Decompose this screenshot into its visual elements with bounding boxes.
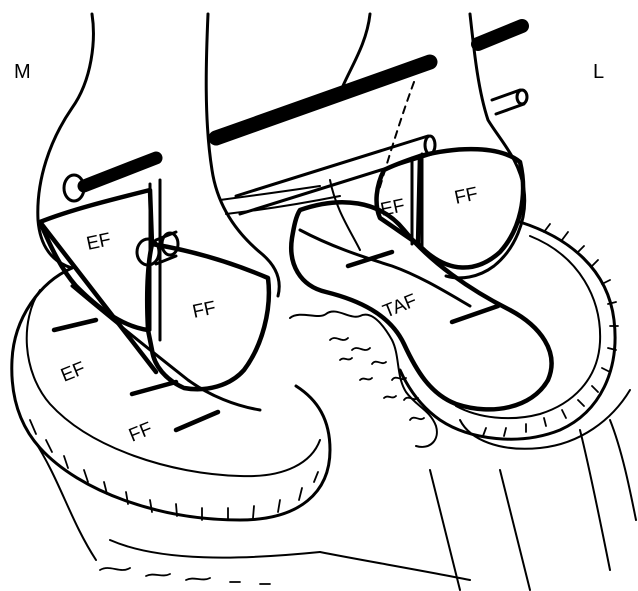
top-right-rod [478,26,522,44]
long-horizontal-rod [216,62,430,138]
small-lateral-pin-end [517,90,527,104]
tick-medial-2 [132,382,176,394]
medial-rod [84,158,156,186]
femur [38,14,525,296]
femoral-notch-outline [206,14,279,296]
tibia-front-edge [34,440,320,560]
lateral-femur-outline [446,14,525,278]
tibia-lower-texture [100,568,270,584]
tick-medial-1 [54,320,96,330]
medial-resection-line [72,286,260,410]
tibial-plateau [12,222,636,590]
guide-bar-end [425,136,435,154]
tick-medial-3 [176,412,218,430]
medial-rim-hatching [30,420,318,520]
medial-tibial-ff-label: FF [126,418,155,446]
medial-plateau-rim [12,268,330,520]
medial-tibial-ef-label: EF [58,358,88,387]
tibia-body-lines [320,420,636,590]
fixation-rods [64,26,527,340]
medial-femoral-ef-label: EF [85,229,113,255]
medial-femoral-ff-label: FF [191,298,218,323]
medial-side-label: M [14,61,31,83]
lateral-side-label: L [593,61,604,83]
lateral-femoral-ef-label: EF [379,195,407,221]
lateral-femoral-ff-label: FF [453,184,480,209]
lateral-tibial-taf-label: TAF [380,290,420,322]
medial-ef-outline [40,190,152,330]
cut-tick-marks [54,252,498,430]
eminence-texture [330,338,424,420]
tick-lateral-2 [452,306,498,322]
labels: M L EF FF EF FF EF FF TAF [14,61,604,447]
